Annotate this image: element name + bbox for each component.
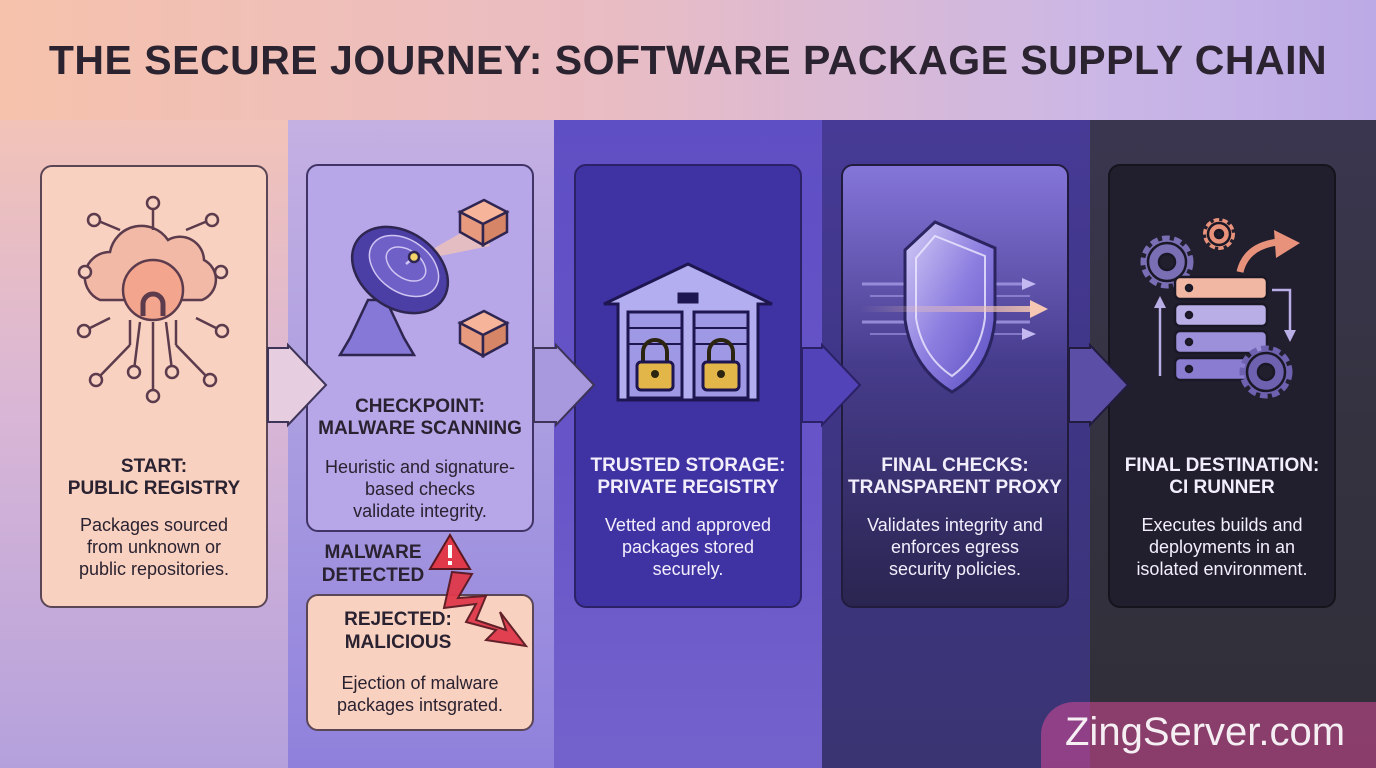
stage-title-line1: FINAL DESTINATION: (1124, 455, 1320, 476)
watermark: ZingServer.com (1041, 702, 1376, 768)
stage-desc-line: based checks (364, 479, 476, 499)
flow-arrow-2 (533, 342, 596, 428)
gear-icon (1203, 218, 1235, 250)
gear-icon (1140, 235, 1194, 289)
stage-desc-line: Vetted and approved (604, 515, 772, 535)
stage-title-line2: PRIVATE REGISTRY (597, 477, 779, 498)
rejection-arrow-icon (442, 570, 529, 648)
stage-desc-line: Validates integrity and (867, 515, 1043, 535)
stage-title-line2: TRANSPARENT PROXY (848, 477, 1062, 498)
gear-icon (1239, 345, 1293, 399)
stage-desc-line: from unknown or (86, 537, 222, 557)
rejected-card: REJECTED: MALICIOUS Ejection of malware … (306, 594, 534, 731)
stage-desc-line: isolated environment. (1136, 559, 1308, 579)
stage-title-line1: START: (120, 456, 188, 477)
stage-title-line2: CI RUNNER (1169, 477, 1275, 498)
padlock-icon (701, 338, 741, 392)
locked-warehouse-icon (603, 262, 773, 402)
radar-dish-icon (337, 198, 510, 359)
warning-icon (428, 533, 472, 570)
stage-desc-line: public repositories. (78, 559, 230, 579)
stage-title-line2: MALWARE SCANNING (318, 418, 522, 439)
flow-arrow-1 (267, 342, 328, 428)
stage-desc-line: security policies. (888, 559, 1022, 579)
shield-icon (860, 220, 1048, 394)
package-box-icon (457, 309, 510, 359)
watermark-text: ZingServer.com (1065, 710, 1346, 754)
title-banner: THE SECURE JOURNEY: SOFTWARE PACKAGE SUP… (0, 0, 1376, 120)
stage-desc-line: Executes builds and (1141, 515, 1303, 535)
server-gears-icon (1140, 218, 1300, 399)
stage-card-malware-scanning: CHECKPOINT: MALWARE SCANNING Heuristic a… (306, 164, 534, 532)
rejected-desc-line: packages intsgrated. (336, 695, 504, 715)
malware-label-line2: DETECTED (321, 565, 425, 586)
cloud-network-icon (76, 195, 230, 404)
flow-arrow-4 (1068, 342, 1130, 428)
package-box-icon (457, 198, 510, 248)
stage-title-line1: CHECKPOINT: (355, 396, 485, 417)
stage-desc-line: enforces egress (890, 537, 1020, 557)
stage-desc-line: deployments in an (1148, 537, 1296, 557)
page-title: THE SECURE JOURNEY: SOFTWARE PACKAGE SUP… (48, 36, 1328, 83)
rejected-title-line1: REJECTED: (344, 609, 452, 630)
stage-title-line1: TRUSTED STORAGE: (590, 455, 786, 476)
malware-detected-label: MALWARE DETECTED (318, 541, 428, 587)
stage-desc-line: packages stored (621, 537, 755, 557)
rejected-desc-line: Ejection of malware (341, 673, 499, 693)
malware-label-line1: MALWARE (324, 542, 422, 563)
flow-arrow-3 (801, 342, 862, 428)
padlock-icon (635, 338, 675, 392)
rejected-title-line2: MALICIOUS (344, 632, 452, 653)
stage-desc-line: validate integrity. (353, 501, 487, 521)
stage-desc-line: securely. (652, 559, 724, 579)
stage-desc-line: Heuristic and signature- (324, 457, 516, 477)
stage-title-line1: FINAL CHECKS: (881, 455, 1029, 476)
stage-desc-line: Packages sourced (79, 515, 229, 535)
stage-title-line2: PUBLIC REGISTRY (67, 478, 241, 499)
